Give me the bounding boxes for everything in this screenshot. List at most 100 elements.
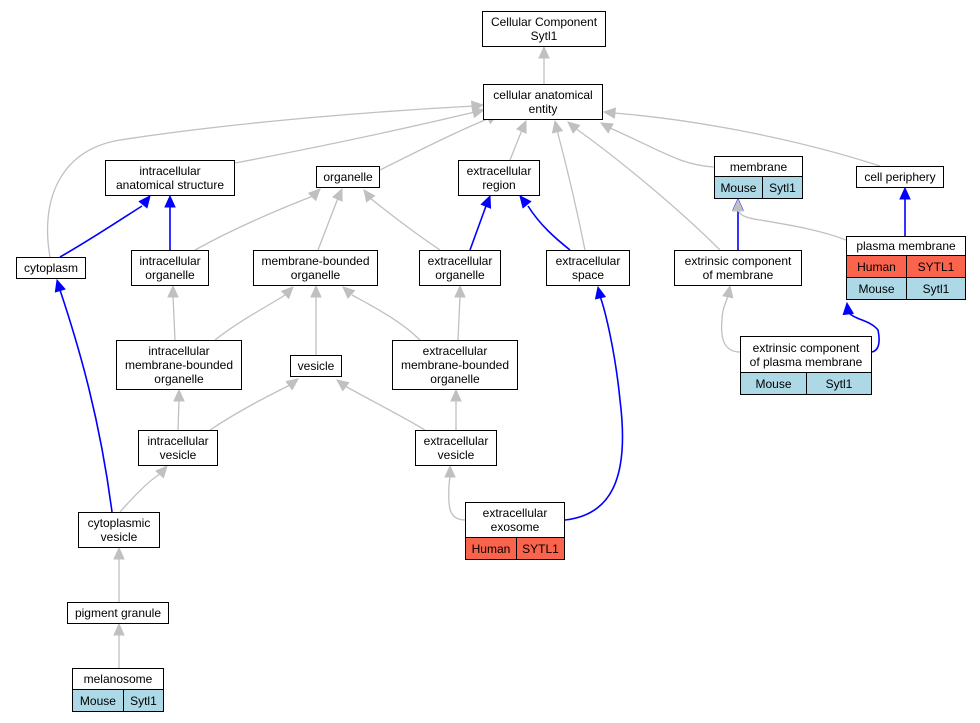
edge-eco-to-organelle	[363, 189, 441, 251]
node-pg[interactable]: pigment granule	[67, 602, 169, 624]
node-label: membrane	[729, 159, 788, 174]
node-cae[interactable]: cellular anatomical entity	[483, 84, 603, 120]
edge-ecm-to-cae	[567, 121, 721, 251]
node-label: extracellular space	[555, 254, 621, 282]
node-label: Cellular Component Sytl1	[490, 15, 598, 43]
node-ecr[interactable]: extracellular region	[458, 160, 540, 196]
node-imbo[interactable]: intracellular membrane-bounded organelle	[116, 340, 242, 390]
edge-pm-to-cellper	[899, 186, 911, 236]
edge-ecpm-to-pm	[842, 301, 880, 353]
edge-cv-to-iv	[119, 465, 168, 513]
node-label: cell periphery	[864, 170, 936, 184]
node-vesicle[interactable]: vesicle	[290, 355, 342, 377]
edge-ecr-to-cae	[509, 119, 527, 161]
edge-exo-to-ecs	[564, 285, 624, 521]
node-ias[interactable]: intracellular anatomical structure	[105, 160, 235, 196]
node-io[interactable]: intracellular organelle	[131, 250, 209, 286]
gene-cell: Sytl1	[761, 177, 802, 198]
node-label: extrinsic component of plasma membrane	[749, 340, 863, 369]
edge-melano-to-pg	[113, 622, 125, 668]
edge-mbo-to-organelle	[317, 187, 343, 251]
edge-cv-to-cytoplasm	[54, 278, 113, 513]
node-label: intracellular organelle	[139, 254, 201, 282]
node-label: cytoplasmic vesicle	[87, 516, 151, 544]
edge-iv-to-imbo	[173, 388, 185, 431]
node-label: melanosome	[83, 672, 153, 686]
node-cv[interactable]: cytoplasmic vesicle	[78, 512, 160, 548]
node-iv[interactable]: intracellular vesicle	[138, 430, 218, 466]
node-embo[interactable]: extracellular membrane-bounded organelle	[392, 340, 518, 390]
gene-cell: SYTL1	[905, 256, 965, 277]
node-label: organelle	[323, 170, 373, 184]
node-eco[interactable]: extracellular organelle	[419, 250, 501, 286]
node-label: intracellular membrane-bounded organelle	[124, 344, 234, 386]
species-cell: Mouse	[73, 690, 123, 711]
edge-ias-to-cae	[234, 106, 486, 164]
edge-cae-to-root	[538, 45, 550, 84]
node-organelle[interactable]: organelle	[316, 166, 380, 188]
node-ecs[interactable]: extracellular space	[546, 250, 630, 286]
node-label: extracellular region	[466, 164, 532, 192]
edge-exo-to-ev	[444, 464, 466, 521]
species-cell: Mouse	[847, 278, 906, 299]
node-label: intracellular anatomical structure	[115, 164, 225, 192]
edge-embo-to-eco	[454, 284, 466, 341]
edge-ecs-to-ecr	[519, 195, 571, 251]
gene-cell: SYTL1	[515, 538, 564, 559]
edge-pg-to-cv	[113, 546, 125, 602]
edge-iv-to-vesicle	[209, 378, 299, 431]
node-label: extrinsic component of membrane	[684, 254, 792, 282]
node-label: cellular anatomical entity	[493, 88, 593, 116]
node-label: membrane-bounded organelle	[261, 254, 370, 282]
edge-embo-to-mbo	[342, 286, 421, 341]
gene-cell: Sytl1	[905, 278, 965, 299]
node-label: intracellular vesicle	[147, 434, 209, 462]
species-cell: Human	[466, 538, 516, 559]
edge-io-to-ias	[164, 194, 176, 250]
edge-cellper-to-cae	[602, 107, 881, 167]
node-label: extracellular organelle	[427, 254, 493, 282]
gene-cell: Sytl1	[122, 690, 163, 711]
node-label: extracellular vesicle	[423, 434, 489, 462]
gene-cell: Sytl1	[806, 373, 871, 394]
edge-membrane-to-cae	[599, 122, 715, 168]
node-ev[interactable]: extracellular vesicle	[415, 430, 497, 466]
node-cellper[interactable]: cell periphery	[856, 166, 944, 188]
edge-ecs-to-cae	[551, 119, 586, 251]
node-label: pigment granule	[74, 606, 162, 620]
node-label: plasma membrane	[856, 239, 956, 253]
species-cell: Mouse	[715, 177, 762, 198]
edge-ev-to-embo	[450, 388, 462, 430]
edge-cytoplasm-to-ias	[59, 195, 151, 258]
node-label: extracellular exosome	[482, 506, 548, 534]
node-label: vesicle	[297, 359, 335, 373]
edge-io-to-organelle	[194, 188, 321, 251]
edge-cytoplasm-to-cae	[46, 100, 485, 258]
species-cell: Mouse	[741, 373, 806, 394]
node-mbo[interactable]: membrane-bounded organelle	[253, 250, 378, 286]
edge-eco-to-ecr	[469, 194, 492, 251]
node-ecm[interactable]: extrinsic component of membrane	[674, 250, 802, 286]
edge-ev-to-vesicle	[336, 379, 426, 431]
species-cell: Human	[847, 256, 906, 277]
node-root[interactable]: Cellular Component Sytl1	[482, 11, 606, 47]
node-label: extracellular membrane-bounded organelle	[400, 344, 510, 386]
edge-vesicle-to-mbo	[310, 284, 322, 355]
node-cytoplasm[interactable]: cytoplasm	[16, 257, 86, 279]
edge-pm-to-membrane	[732, 198, 847, 241]
node-label: cytoplasm	[23, 261, 79, 275]
edge-imbo-to-io	[167, 284, 179, 341]
